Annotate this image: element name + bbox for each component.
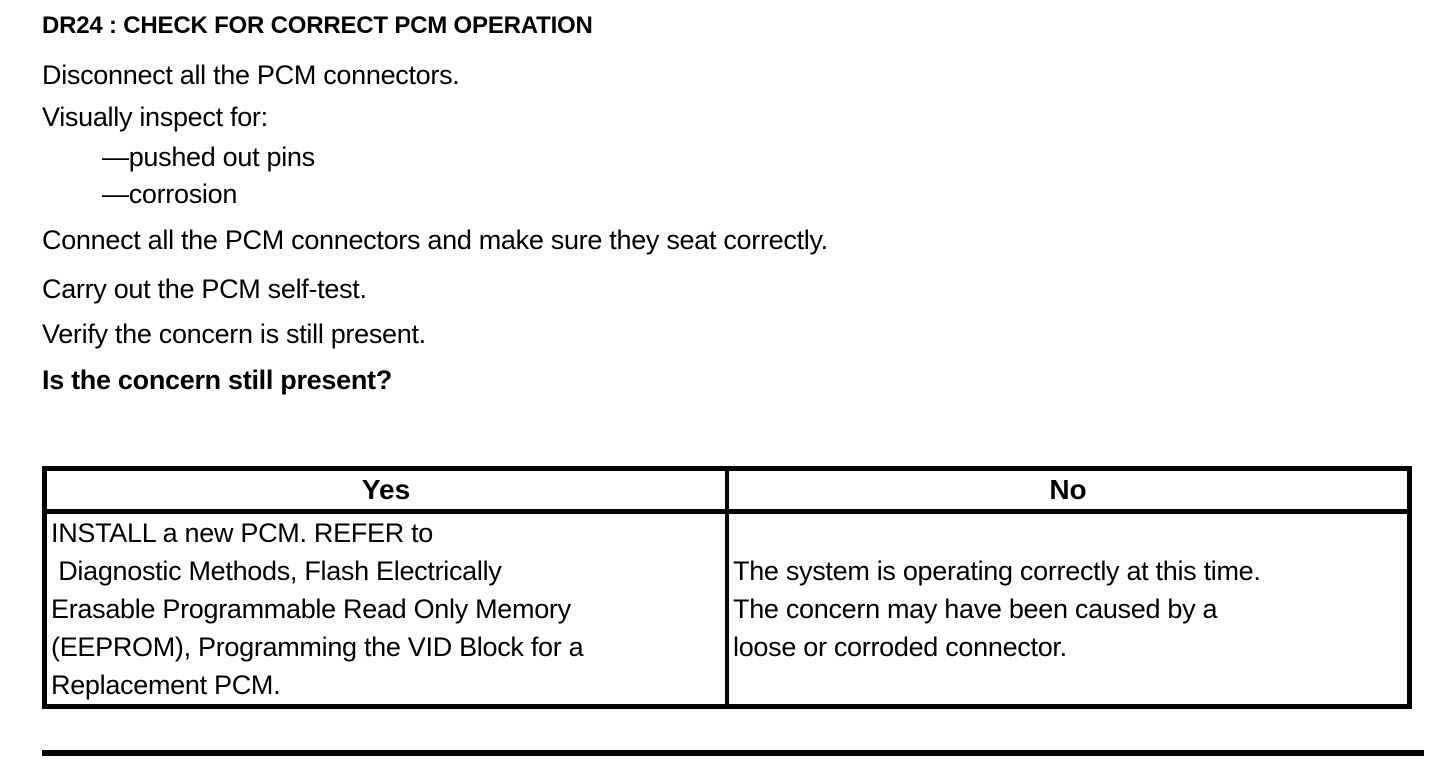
step-connect: Connect all the PCM connectors and make … bbox=[42, 225, 828, 255]
decision-table-header-row: Yes No bbox=[44, 468, 1410, 514]
decision-table: Yes No INSTALL a new PCM. REFER to Diagn… bbox=[42, 466, 1412, 709]
yes-action-cell: INSTALL a new PCM. REFER to Diagnostic M… bbox=[51, 518, 584, 700]
decision-question: Is the concern still present? bbox=[42, 365, 392, 395]
yes-column-header: Yes bbox=[44, 468, 727, 514]
inspect-item-pushed-out-pins: —pushed out pins bbox=[102, 142, 315, 172]
decision-table-body-row: INSTALL a new PCM. REFER to Diagnostic M… bbox=[45, 511, 1410, 707]
page-bottom-rule bbox=[42, 750, 1424, 756]
step-verify: Verify the concern is still present. bbox=[42, 319, 426, 349]
step-inspect-intro: Visually inspect for: bbox=[42, 102, 268, 132]
inspect-item-corrosion: —corrosion bbox=[102, 179, 238, 209]
no-action-cell: The system is operating correctly at thi… bbox=[725, 511, 1410, 707]
step-disconnect: Disconnect all the PCM connectors. bbox=[42, 60, 460, 90]
step-self-test: Carry out the PCM self-test. bbox=[42, 274, 367, 304]
no-column-header: No bbox=[725, 468, 1410, 514]
page-title: DR24 : CHECK FOR CORRECT PCM OPERATION bbox=[42, 12, 593, 39]
